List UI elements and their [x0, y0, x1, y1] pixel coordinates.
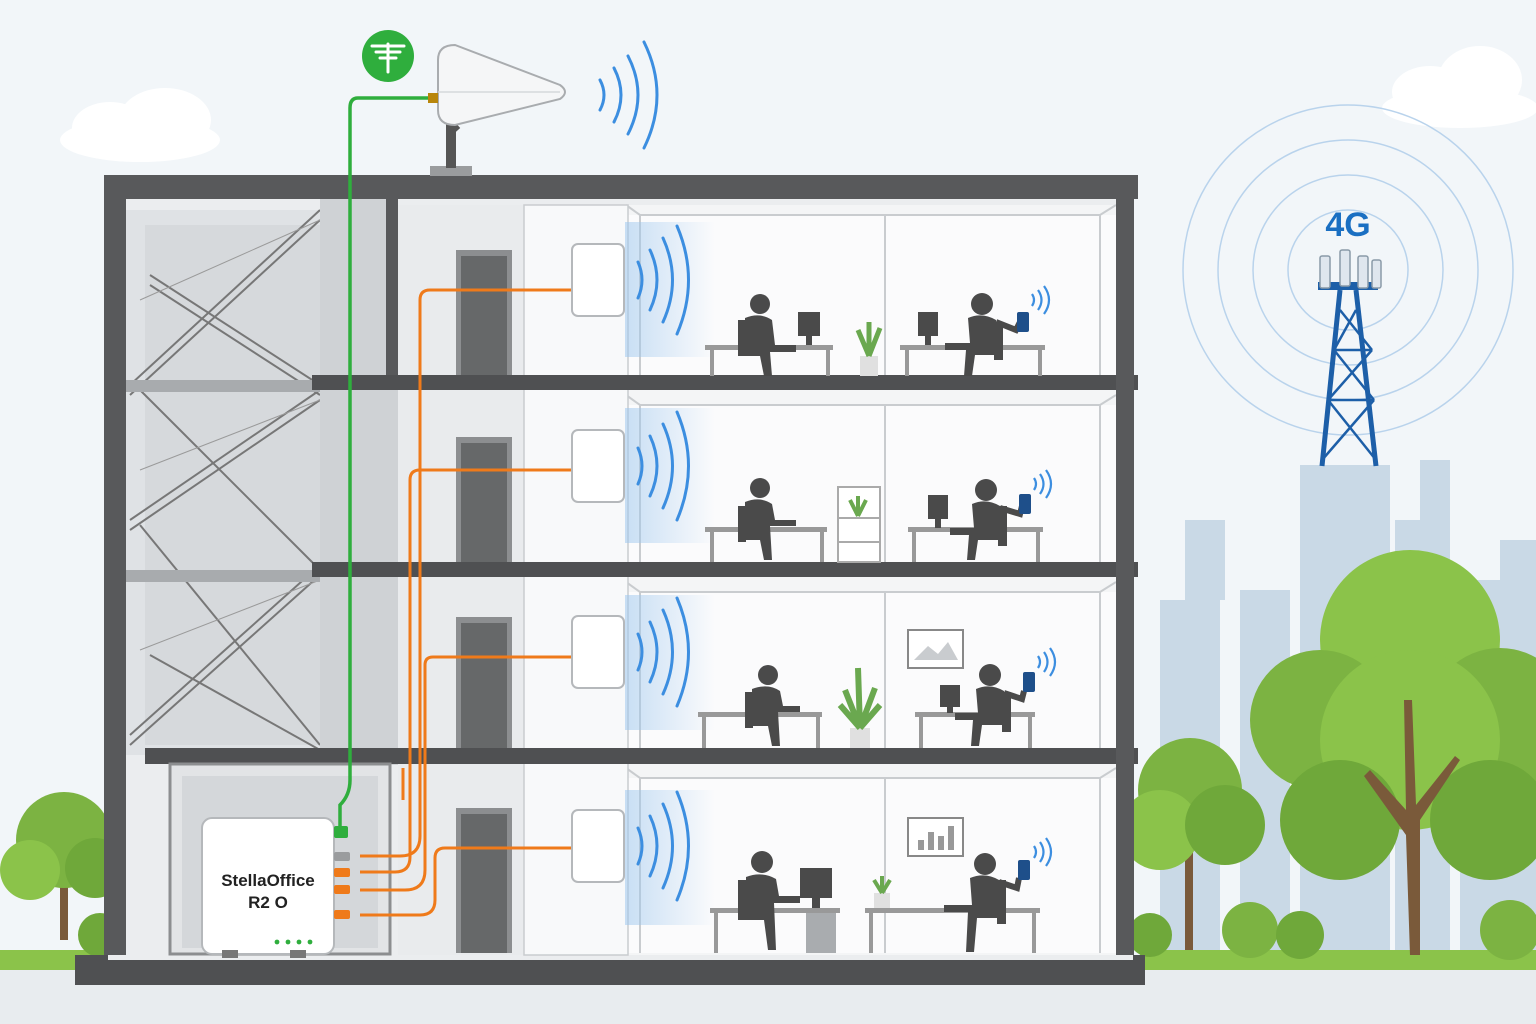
repeater-label-line2: R2 O: [248, 893, 288, 912]
cloud: [60, 88, 220, 162]
tower-label: 4G: [1325, 206, 1370, 244]
tree-left: [0, 792, 125, 940]
tree-large-right: [1250, 550, 1536, 955]
phone-signal-icon: [1031, 285, 1051, 315]
office-floor-2: [698, 629, 1057, 748]
door: [456, 250, 512, 375]
phone-signal-icon: [1037, 647, 1057, 677]
roof: [104, 175, 1138, 199]
repeater-device: StellaOffice R2 O: [201, 817, 350, 958]
wall-chart: [907, 817, 964, 857]
distribution-cables: [360, 288, 572, 917]
antenna-icon: [362, 30, 414, 82]
donor-signal-waves: [598, 40, 659, 150]
feeder-cable: [338, 96, 432, 830]
tree-small-right: [1120, 738, 1265, 950]
door: [456, 437, 512, 563]
stairwell: [125, 209, 321, 755]
doors: [456, 250, 512, 953]
riser-shaft: [320, 195, 398, 765]
rf-connectors: [334, 826, 350, 919]
cloud: [1382, 46, 1536, 128]
office-floor-3: [705, 469, 1053, 563]
phone-signal-icon: [1033, 837, 1053, 867]
plant: [872, 876, 892, 908]
door: [456, 808, 512, 953]
plant: [837, 667, 883, 748]
floor-slabs: [145, 375, 1138, 764]
office-floor-1: [710, 817, 1053, 953]
phone-signal-icon: [1033, 469, 1053, 499]
wifi-signal-icon: [636, 224, 690, 902]
office-floor-4: [705, 285, 1051, 376]
door: [456, 617, 512, 748]
log-periodic-antenna-icon: [430, 43, 566, 176]
status-leds: [274, 939, 313, 945]
bookshelf: [837, 486, 881, 563]
panel-antenna-icon: [571, 408, 715, 543]
cell-tower-icon: 4G: [1182, 104, 1514, 467]
wall-picture: [907, 629, 964, 669]
repeater-label-line1: StellaOffice: [221, 871, 315, 890]
plant: [855, 322, 883, 376]
